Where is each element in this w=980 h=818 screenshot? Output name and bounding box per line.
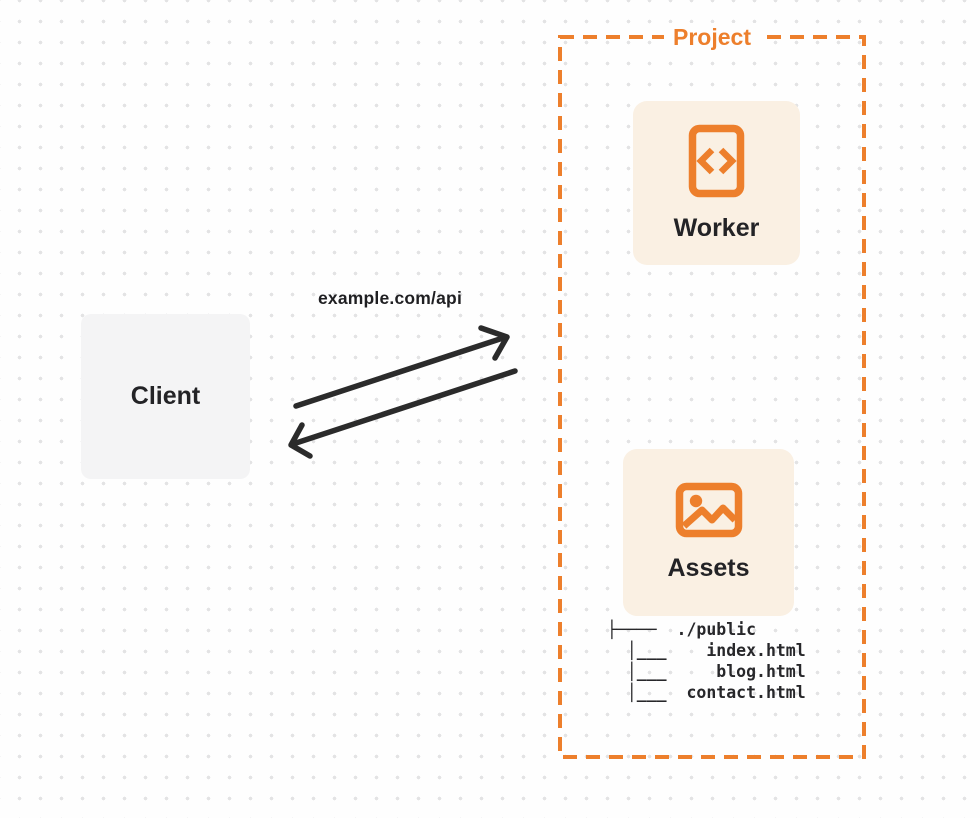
client-node: Client xyxy=(81,314,250,479)
code-file-icon xyxy=(688,124,745,197)
assets-node: Assets xyxy=(623,449,794,616)
worker-label: Worker xyxy=(673,213,760,242)
worker-node: Worker xyxy=(633,101,800,265)
project-label: Project xyxy=(664,23,760,51)
image-icon xyxy=(675,482,742,538)
request-arrow xyxy=(293,325,510,409)
project-label-container: Project xyxy=(560,23,864,55)
assets-label: Assets xyxy=(667,554,750,582)
assets-file-tree: ├──── ./public │___ index.html │___ blog… xyxy=(607,620,806,702)
request-url-label: example.com/api xyxy=(317,288,463,308)
client-label: Client xyxy=(130,382,201,410)
response-arrow xyxy=(288,368,518,459)
